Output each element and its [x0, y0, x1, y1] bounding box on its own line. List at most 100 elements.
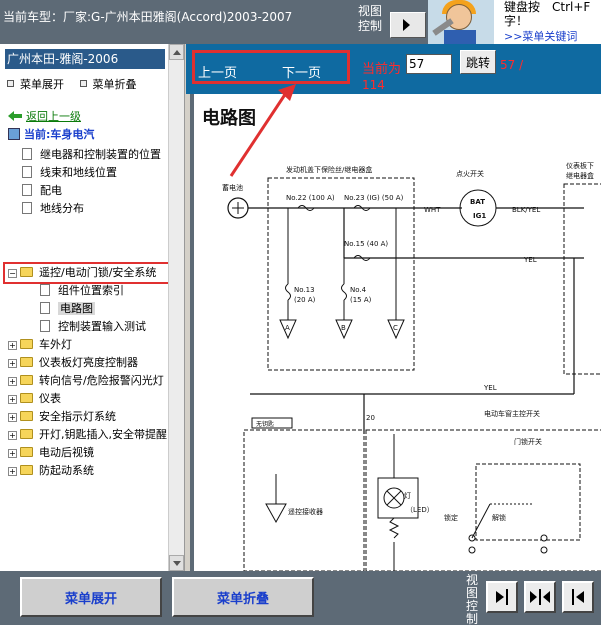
document-icon: [40, 302, 50, 314]
tree-doc-item[interactable]: 配电: [22, 182, 62, 200]
battery-label: 蓄电池: [222, 183, 243, 192]
scroll-down-arrow-icon[interactable]: [169, 555, 184, 571]
tree-subdoc-item[interactable]: 组件位置索引: [40, 282, 124, 300]
view-split-button[interactable]: [524, 581, 556, 613]
nav-highlight-box: [192, 50, 350, 84]
fuse-label: No.23 (IG) (50 A): [344, 194, 404, 202]
current-node: 当前:车身电汽: [8, 126, 94, 144]
keyboard-hint: 键盘按 Ctrl+F 字！ >>菜单关键词: [494, 0, 601, 44]
tree-subdoc-item-selected[interactable]: 电路图: [40, 300, 95, 318]
jump-button[interactable]: 跳转: [460, 50, 496, 74]
collapse-icon: [79, 80, 87, 87]
expand-toggle-icon[interactable]: +: [8, 431, 17, 440]
sidebar-scrollbar[interactable]: [168, 44, 184, 571]
folder-open-icon: [20, 267, 33, 277]
bat-label: BAT: [470, 198, 485, 206]
fuse-label: No.4: [350, 286, 367, 294]
connector-b-icon: [335, 319, 353, 340]
sidebar-title: 广州本田-雅阁-2006: [5, 49, 165, 69]
document-icon: [22, 184, 32, 196]
view-left-button[interactable]: [562, 581, 594, 613]
tree-folder[interactable]: +电动后视镜: [8, 446, 94, 459]
fuse-label: No.13: [294, 286, 315, 294]
page-total-count: 114: [362, 78, 385, 92]
circuit-diagram: 蓄电池 发动机盖下保险丝/继电器盒 No.22 (100 A) No.23 (I…: [222, 161, 601, 571]
folder-icon: [20, 465, 33, 475]
receiver-box: [243, 429, 365, 571]
prev-page-button[interactable]: 上一页: [198, 66, 238, 81]
folder-icon: [20, 447, 33, 457]
tree-folder[interactable]: +转向信号/危险报警闪光灯: [8, 374, 164, 387]
menu-collapse-button[interactable]: 菜单折叠: [172, 577, 314, 617]
expand-toggle-icon[interactable]: +: [8, 359, 17, 368]
lamp-icon: [383, 487, 405, 509]
expand-toggle-icon[interactable]: +: [8, 395, 17, 404]
hint-line2: 字！: [504, 14, 529, 28]
scroll-up-arrow-icon[interactable]: [169, 44, 184, 60]
tree-folder-open[interactable]: −遥控/电动门锁/安全系统: [8, 266, 157, 279]
tree-folder[interactable]: +仪表: [8, 392, 61, 405]
receiver-antenna-icon: [265, 503, 287, 524]
wire-color-label: WHT: [424, 206, 441, 214]
sidebar-collapse[interactable]: 菜单折叠: [79, 76, 137, 92]
tree-doc-item[interactable]: 继电器和控制装置的位置: [22, 146, 161, 164]
document-icon: [22, 202, 32, 214]
menu-keyword-link[interactable]: >>菜单关键词: [504, 30, 578, 43]
tree-folder[interactable]: +仪表板灯亮度控制器: [8, 356, 138, 369]
back-arrow-icon: [8, 111, 22, 121]
view-next-button[interactable]: [390, 12, 426, 38]
wire-color-label: YEL: [483, 384, 497, 392]
connector-label: B: [341, 324, 346, 332]
split-arrows-icon: [530, 589, 550, 605]
unlock-label: 解锁: [492, 513, 506, 522]
mechanic-mascot-icon: [428, 0, 494, 44]
current-page-label: 当前为: [362, 62, 402, 77]
document-icon: [22, 148, 32, 160]
tag-box: [251, 417, 293, 429]
door-lock-switch-label: 门锁开关: [514, 437, 542, 446]
folder-icon: [20, 411, 33, 421]
expand-toggle-icon[interactable]: +: [8, 377, 17, 386]
wire-color-label: BLK/YEL: [512, 206, 540, 214]
fuse-box-main: [267, 177, 415, 371]
folder-icon: [20, 375, 33, 385]
expand-toggle-icon[interactable]: +: [8, 413, 17, 422]
ig1-label: IG1: [473, 212, 486, 220]
page-total: 57 /: [500, 58, 524, 72]
back-link[interactable]: 返回上一级: [8, 108, 81, 126]
menu-expand-button[interactable]: 菜单展开: [20, 577, 162, 617]
expand-toggle-icon[interactable]: +: [8, 341, 17, 350]
wire-color-label: YEL: [523, 256, 537, 264]
tree-folder[interactable]: +安全指示灯系统: [8, 410, 116, 423]
folder-icon: [20, 357, 33, 367]
lamp-label: 灯: [404, 491, 411, 500]
tag-label: 无钥匙: [256, 420, 274, 428]
top-bar: 当前车型：厂家:G-广州本田雅阁(Accord)2003-2007 视图控制 键…: [0, 0, 601, 44]
sidebar: 广州本田-雅阁-2006 菜单展开 菜单折叠 返回上一级 当前:车身电汽 继电器…: [0, 44, 185, 571]
fuse-label: (20 A): [294, 296, 316, 304]
view-right-button[interactable]: [486, 581, 518, 613]
sidebar-expand[interactable]: 菜单展开: [7, 76, 64, 92]
document-icon: [40, 284, 50, 296]
tree-subdoc-item[interactable]: 控制装置输入测试: [40, 318, 146, 336]
circuit-diagram-pane: 电路图 蓄电池 发动机盖下保险丝/继电器盒 No.22 (100 A) No.2…: [190, 94, 601, 571]
tree-folder[interactable]: +防起动系统: [8, 464, 94, 477]
tree-doc-item[interactable]: 线束和地线位置: [22, 164, 117, 182]
lock-label: 锁定: [444, 513, 458, 522]
fuse-box-dash-label2: 继电器盒: [566, 171, 594, 180]
tree-folder[interactable]: +开灯,钥匙插入,安全带提醒: [8, 428, 167, 441]
expand-toggle-icon[interactable]: +: [8, 449, 17, 458]
collapse-toggle-icon[interactable]: −: [8, 269, 17, 278]
page-number-input[interactable]: [406, 54, 452, 74]
led-label: （LED）: [406, 506, 434, 514]
next-page-button[interactable]: 下一页: [282, 66, 322, 81]
sidebar-actions: 菜单展开 菜单折叠: [7, 76, 149, 92]
expand-toggle-icon[interactable]: +: [8, 467, 17, 476]
receiver-label: 遥控接收器: [288, 507, 323, 516]
tree-doc-item[interactable]: 地线分布: [22, 200, 84, 218]
folder-icon: [20, 393, 33, 403]
tree-folder[interactable]: +车外灯: [8, 338, 72, 351]
lamp-box: [377, 477, 419, 519]
ignition-label: 点火开关: [456, 169, 484, 178]
bottom-bar: 菜单展开 菜单折叠 视图控制: [0, 571, 601, 625]
